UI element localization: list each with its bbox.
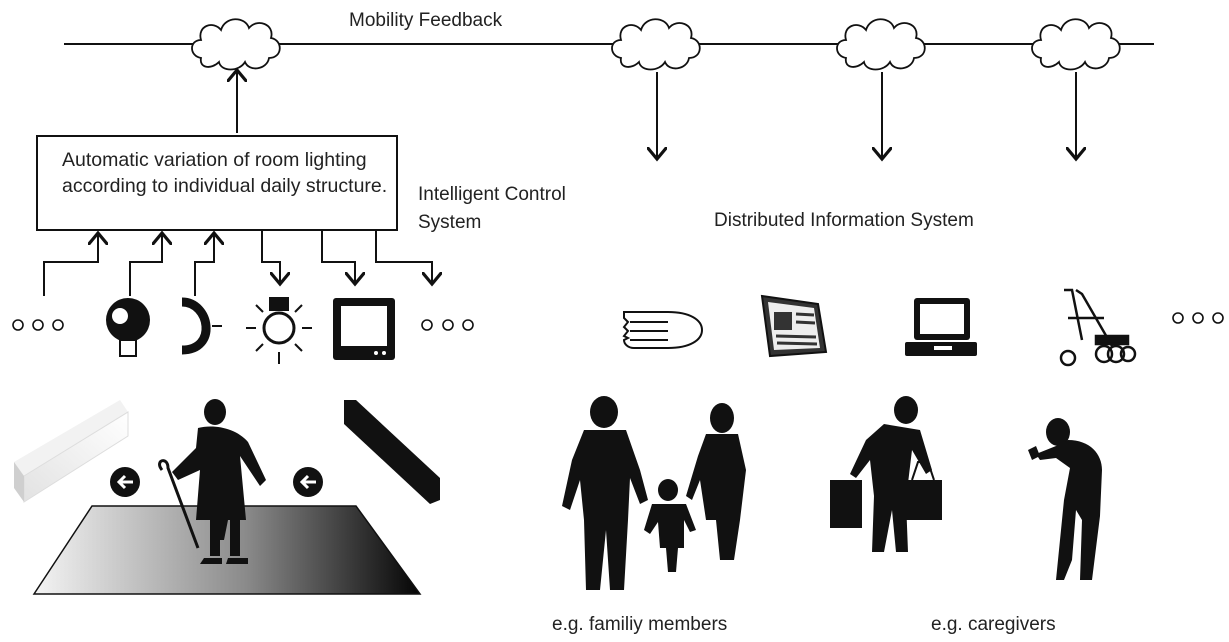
mobility-feedback-bus [64, 18, 1154, 71]
cloud-icon [611, 18, 701, 71]
cane-icon [158, 459, 200, 549]
family-silhouette-icon [562, 396, 746, 590]
cloud-icon [191, 18, 281, 71]
sensor-input-arrow [194, 235, 214, 296]
direction-arrow-icon [110, 467, 140, 497]
direction-arrow-icon [293, 467, 323, 497]
actuator-output-arrow [375, 231, 432, 282]
left-device-row [12, 297, 474, 364]
control-rule-text: Automatic variation of room lighting acc… [62, 149, 388, 197]
newspaper-icon [760, 294, 828, 358]
room-scene [14, 399, 440, 595]
elderly-person-with-cane-icon [172, 399, 266, 564]
right-device-row [622, 288, 1224, 367]
actuator-output-arrow [261, 231, 280, 282]
caregivers-caption: e.g. caregivers [931, 614, 1056, 635]
hand-icon [622, 311, 704, 349]
actuator-output-arrow [321, 231, 355, 282]
caregiver-silhouette-icon [1028, 418, 1102, 580]
display-icon [333, 298, 395, 360]
shopper-silhouette-icon [830, 396, 942, 552]
rollator-icon [1059, 288, 1137, 367]
connector-arrows [43, 72, 1076, 296]
mobility-feedback-label: Mobility Feedback [349, 10, 503, 31]
sensor-input-arrow [129, 235, 162, 296]
ellipsis-icon [1172, 312, 1224, 324]
control-rule-box: Automatic variation of room lighting acc… [36, 135, 398, 231]
laptop-icon [905, 298, 977, 356]
sensor-input-arrow [43, 235, 98, 296]
presence-sensor-icon [181, 297, 222, 355]
motion-sensor-icon [106, 298, 150, 357]
family-members-caption: e.g. familiy members [552, 614, 728, 635]
ellipsis-icon [421, 319, 474, 331]
distributed-information-system-label: Distributed Information System [714, 210, 974, 231]
cloud-icon [836, 18, 926, 71]
ellipsis-icon [12, 319, 64, 331]
intelligent-control-system-label: Intelligent Control System [418, 184, 566, 233]
cloud-icon [1031, 18, 1121, 71]
lit-floor-path [32, 505, 422, 595]
light-bulb-icon [246, 297, 312, 364]
